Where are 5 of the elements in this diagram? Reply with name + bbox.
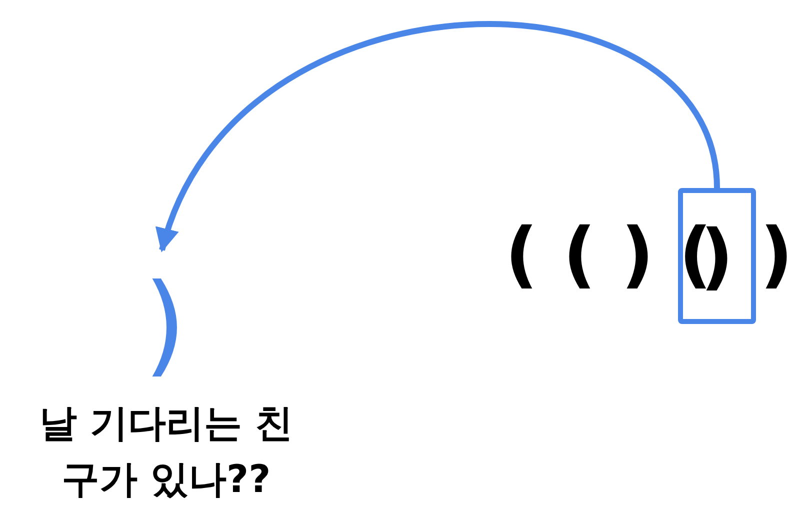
parenthesis-text: ) (760, 218, 792, 290)
curved-arrow (158, 22, 720, 252)
highlight-box (678, 188, 756, 324)
parenthesis-mark: ) (135, 262, 195, 386)
caption-text: 날 기다리는 친구가 있나?? (38, 400, 294, 503)
